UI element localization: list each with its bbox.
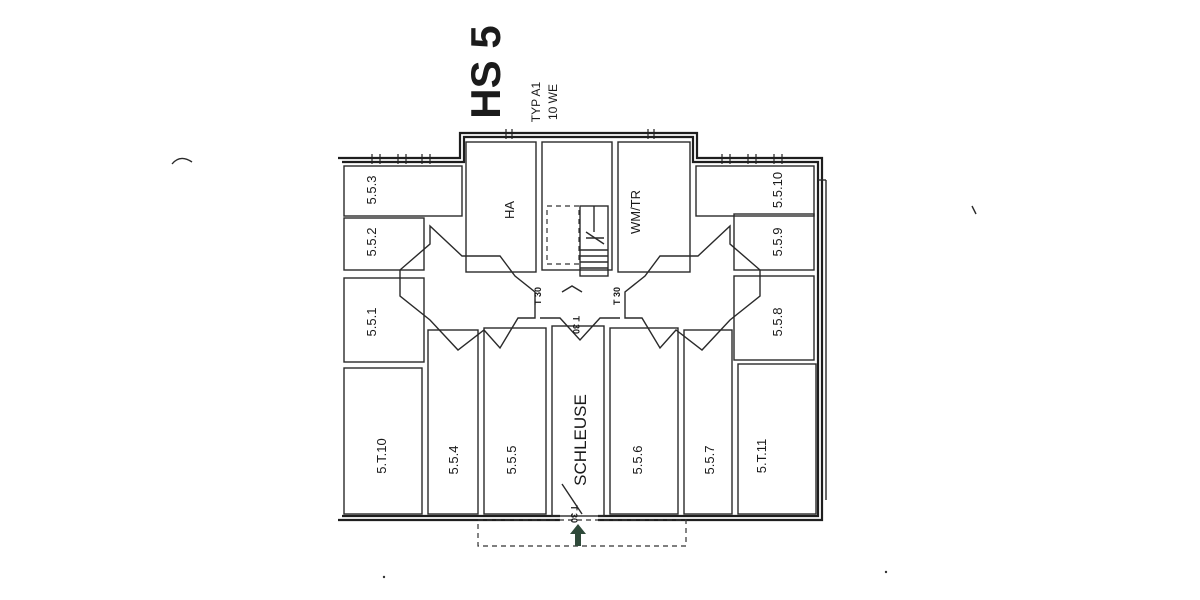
lower-cells	[343, 325, 817, 517]
room-label-552: 5.5.2	[364, 228, 379, 257]
outer-walls	[338, 131, 824, 522]
window-marks	[371, 129, 827, 500]
entry-canopy	[477, 519, 687, 547]
scan-marks	[171, 157, 977, 579]
door-label-left: T 30	[533, 287, 543, 305]
room-label-5t10: 5.T.10	[374, 438, 389, 473]
room-labels: 5.5.3 5.5.2 5.5.1 HA WM/TR 5.5.10 5.5.9 …	[364, 172, 785, 486]
ha-room	[465, 141, 537, 273]
room-label-556: 5.5.6	[630, 446, 645, 475]
unit-count: 10 WE	[546, 84, 560, 120]
entry-door-swing	[561, 483, 583, 515]
building-type: TYP A1	[529, 81, 543, 122]
right-upper-cells	[695, 165, 815, 361]
door-label-center: T 30	[571, 316, 581, 334]
building-title: HS 5	[462, 25, 509, 118]
stair-shaft	[541, 141, 613, 271]
room-label-557: 5.5.7	[702, 446, 717, 475]
room-label-555: 5.5.5	[504, 446, 519, 475]
room-label-553: 5.5.3	[364, 176, 379, 205]
plan-header: HS 5 TYP A1 10 WE	[462, 25, 560, 122]
door-label-entry: T 30	[569, 505, 579, 523]
left-upper-cells	[343, 165, 463, 363]
room-label-558: 5.5.8	[770, 308, 785, 337]
door-label-right: T 30	[612, 287, 622, 305]
up-arrow-icon	[570, 524, 586, 546]
room-label-559: 5.5.9	[770, 228, 785, 257]
room-label-5510: 5.5.10	[770, 172, 785, 208]
room-label-ha: HA	[502, 201, 517, 219]
room-label-551: 5.5.1	[364, 308, 379, 337]
room-label-schleuse: SCHLEUSE	[571, 394, 590, 486]
room-label-554: 5.5.4	[446, 446, 461, 475]
door-labels: T 30 T 30 T 30 T 30	[533, 287, 622, 523]
room-label-wmtr: WM/TR	[628, 190, 643, 234]
staircase	[546, 205, 609, 277]
room-label-5t11: 5.T.11	[754, 439, 769, 473]
wmtr-room	[617, 141, 691, 273]
